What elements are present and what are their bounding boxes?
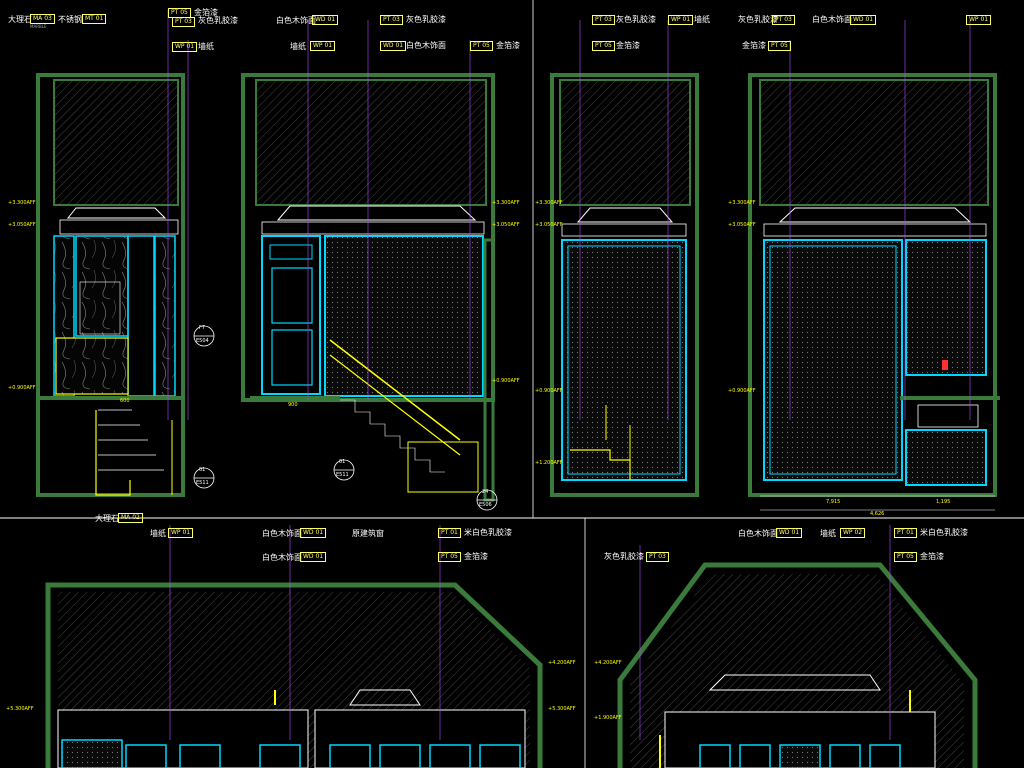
elevation-6	[617, 562, 978, 768]
level-3300-a: +3.300AFF	[8, 200, 36, 206]
tag-pt05-c: PT 05	[592, 41, 615, 51]
tag-marble-code: MA 03	[30, 14, 55, 24]
label-gold-paint-c: 金箔漆	[616, 41, 640, 50]
tag-wp01-b: WP 01	[310, 41, 336, 51]
label-wallpaper-d: 墙纸	[150, 529, 166, 538]
level-0900-d: +0.900AFF	[728, 388, 756, 394]
label-gold-paint-b: 金箔漆	[496, 41, 520, 50]
level-4200-b: +4.200AFF	[594, 660, 622, 666]
tag-stainless-code: MT 01	[82, 14, 107, 24]
callout-4-num: 24	[482, 489, 489, 495]
tag-wd01-c: WD 01	[850, 15, 877, 25]
callout-1-num: F7	[199, 325, 206, 331]
level-4200-a: +4.200AFF	[548, 660, 576, 666]
label-original-window: 原建筑窗	[352, 529, 384, 538]
tag-wd01-a: WD 01	[312, 15, 339, 25]
label-white-wood-c: 白色木饰面	[812, 15, 852, 24]
sub-marble: MARBLE	[30, 24, 47, 29]
label-wallpaper-c: 墙纸	[694, 15, 710, 24]
label-gold-paint-a: 金箔漆	[194, 8, 218, 17]
label-white-wood-a: 白色木饰面	[276, 16, 316, 25]
label-white-wood-e: 白色木饰面	[262, 553, 302, 562]
tag-pt03-c: PT 03	[592, 15, 615, 25]
label-cream-latex-b: 米白色乳胶漆	[920, 528, 968, 537]
tag-pt03-b: PT 03	[380, 15, 403, 25]
tag-wp02: WP 02	[840, 528, 866, 538]
label-gray-latex-b: 灰色乳胶漆	[406, 15, 446, 24]
level-3050-b: +3.050AFF	[492, 222, 520, 228]
dimension-lines	[167, 10, 971, 740]
label-wallpaper-a: 墙纸	[198, 42, 214, 51]
level-1200-c: +1.200AFF	[535, 460, 563, 466]
callout-3-num: 01	[339, 459, 346, 465]
label-gold-paint-e: 金箔漆	[464, 552, 488, 561]
level-0900-b: +0.900AFF	[492, 378, 520, 384]
label-cream-latex-a: 米白色乳胶漆	[464, 528, 512, 537]
label-white-wood-d: 白色木饰面	[262, 529, 302, 538]
red-marker	[942, 360, 948, 370]
dim-4626: 4,626	[870, 511, 885, 517]
label-gray-latex-a: 灰色乳胶漆	[198, 16, 238, 25]
tag-wd01-f: WD 01	[776, 528, 803, 538]
dim-900: 900	[288, 402, 298, 408]
label-white-wood-f: 白色木饰面	[738, 529, 778, 538]
tag-wd01-e: WD 01	[300, 552, 327, 562]
label-gray-latex-e: 灰色乳胶漆	[604, 552, 644, 561]
level-3300-b: +3.300AFF	[492, 200, 520, 206]
tag-wd01-d: WD 01	[300, 528, 327, 538]
dim-600: 600	[120, 398, 130, 404]
level-0900-c: +0.900AFF	[535, 388, 563, 394]
tag-pt03-a: PT 03	[172, 17, 195, 27]
tag-pt01-b: PT 01	[894, 528, 917, 538]
level-3050-d: +3.050AFF	[728, 222, 756, 228]
tag-marble-code-b: MA 02	[118, 513, 143, 523]
tag-pt05-b: PT 05	[470, 41, 493, 51]
level-5300-b: +5.300AFF	[6, 706, 34, 712]
level-3050-a: +3.050AFF	[8, 222, 36, 228]
level-3300-d: +3.300AFF	[728, 200, 756, 206]
label-gold-paint-f: 金箔漆	[920, 552, 944, 561]
label-white-wood-b: 白色木饰面	[406, 41, 446, 50]
elevation-5	[45, 582, 543, 768]
level-5300-a: +5.300AFF	[548, 706, 576, 712]
tag-pt05-f: PT 05	[894, 552, 917, 562]
tag-wp01-e: WP 01	[168, 528, 194, 538]
label-gray-latex-d: 灰色乳胶漆	[738, 15, 778, 24]
level-1900-b: +1.900AFF	[594, 715, 622, 721]
callout-2-sheet: E511	[196, 480, 209, 486]
elevation-4	[748, 73, 1000, 511]
label-wallpaper-b: 墙纸	[290, 42, 306, 51]
tag-pt03-e: PT 03	[646, 552, 669, 562]
dim-1195: 1,195	[936, 499, 951, 505]
tag-pt05-d: PT 05	[768, 41, 791, 51]
tag-pt01-a: PT 01	[438, 528, 461, 538]
callout-2-num: 01	[199, 467, 206, 473]
elevation-3	[550, 73, 699, 497]
section-callouts	[193, 325, 498, 511]
label-stainless: 不锈钢	[58, 15, 82, 24]
label-gold-paint-d: 金箔漆	[742, 41, 766, 50]
elevation-2	[241, 73, 495, 502]
elevation-1	[36, 73, 185, 497]
label-gray-latex-c: 灰色乳胶漆	[616, 15, 656, 24]
tag-wd01-b: WD 01	[380, 41, 407, 51]
level-0900-a: +0.900AFF	[8, 385, 36, 391]
callout-1-sheet: E504	[196, 338, 209, 344]
label-wallpaper-e: 墙纸	[820, 529, 836, 538]
dim-7915: 7,915	[826, 499, 841, 505]
tag-wp01-d: WP 01	[966, 15, 992, 25]
label-marble: 大理石	[8, 15, 32, 24]
label-marble-b: 大理石	[95, 514, 119, 523]
tag-pt03-d: PT 03	[772, 15, 795, 25]
level-3300-c: +3.300AFF	[535, 200, 563, 206]
tag-wp01-a: WP 01	[172, 42, 198, 52]
tag-wp01-c: WP 01	[668, 15, 694, 25]
level-3050-c: +3.050AFF	[535, 222, 563, 228]
callout-4-sheet: E506	[479, 502, 492, 508]
tag-pt05-e: PT 05	[438, 552, 461, 562]
callout-3-sheet: E511	[336, 472, 349, 478]
